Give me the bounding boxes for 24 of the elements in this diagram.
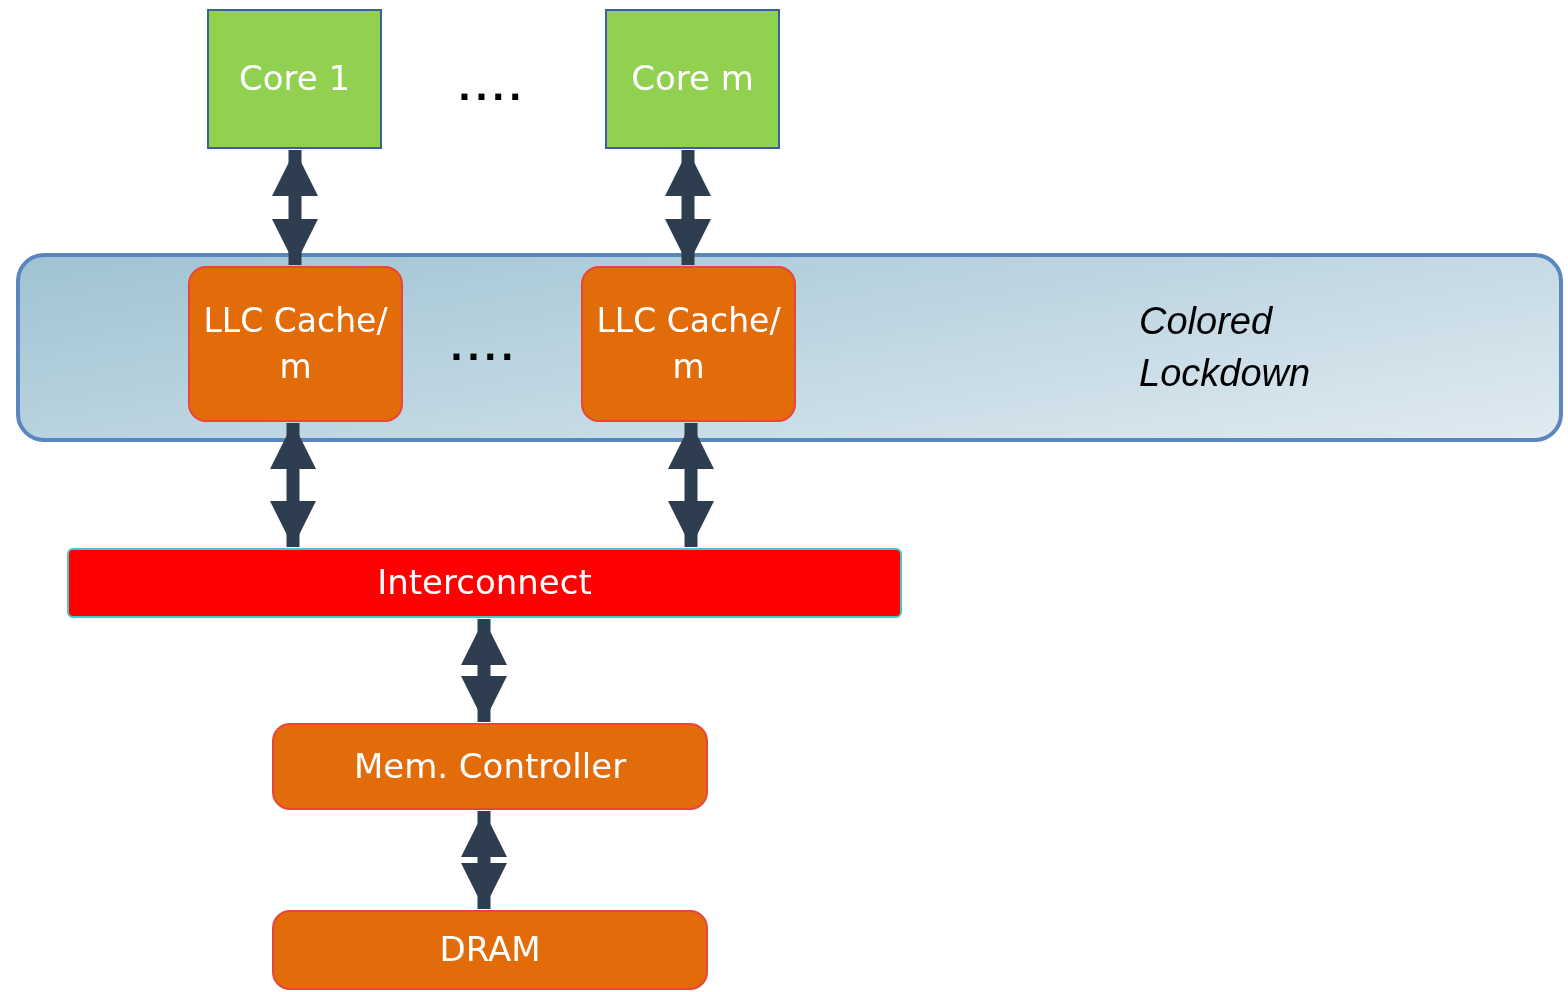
box-label: Core m bbox=[631, 57, 754, 101]
interconnect-bar bbox=[67, 548, 902, 618]
box-label: Interconnect bbox=[377, 561, 592, 605]
double-arrow bbox=[665, 150, 711, 265]
process-box bbox=[188, 266, 403, 422]
region-band bbox=[16, 253, 1563, 442]
process-box bbox=[272, 723, 708, 810]
box-label: LLC Cache/ m bbox=[202, 299, 389, 388]
process-box bbox=[581, 266, 796, 422]
core-box bbox=[207, 9, 382, 149]
core-box bbox=[605, 9, 780, 149]
box-label: Core 1 bbox=[238, 57, 351, 101]
ellipsis-label: .... bbox=[458, 68, 526, 108]
process-box bbox=[272, 910, 708, 990]
region-label: Colored Lockdown bbox=[1139, 299, 1312, 396]
box-label: DRAM bbox=[439, 928, 541, 972]
ellipsis-label: .... bbox=[450, 328, 518, 368]
double-arrow bbox=[668, 423, 714, 547]
box-label: LLC Cache/ m bbox=[595, 299, 782, 388]
box-label: Mem. Controller bbox=[353, 744, 627, 788]
double-arrow bbox=[270, 423, 316, 547]
double-arrow bbox=[272, 150, 318, 265]
double-arrow bbox=[461, 811, 507, 909]
double-arrow bbox=[461, 619, 507, 722]
